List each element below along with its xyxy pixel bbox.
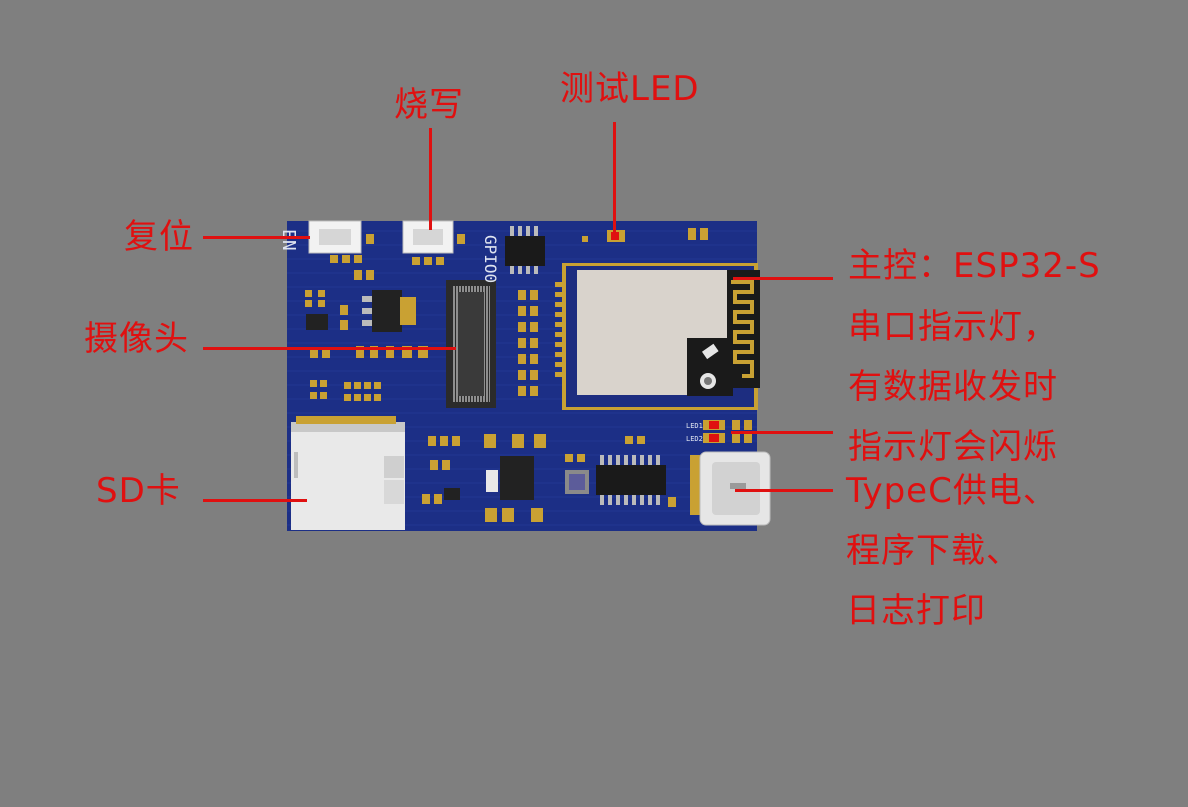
serial-led-line-2: 有数据收发时 <box>848 367 1058 407</box>
silk-en: EN <box>278 229 299 251</box>
camera-leader-line <box>203 347 456 350</box>
camera-label: 摄像头 <box>84 319 189 359</box>
sd-card-leader-line <box>203 499 307 502</box>
serial-led-leader-line <box>731 431 833 434</box>
test-led-leader-line <box>613 122 616 234</box>
flash-button <box>402 220 465 254</box>
reset-label: 复位 <box>124 217 194 257</box>
serial-led-line-3: 指示灯会闪烁 <box>848 427 1058 467</box>
silk-gpio0: GPIO0 <box>481 235 500 283</box>
test-led-label: 测试LED <box>560 69 700 109</box>
reset-button <box>308 220 374 254</box>
typec-line-2: 程序下载、 <box>846 531 1021 571</box>
serial-led-line-1: 串口指示灯， <box>848 307 1058 347</box>
typec-label: TypeC供电、 程序下载、 日志打印 <box>846 461 1058 641</box>
camera-connector <box>446 280 496 408</box>
mcu-leader-line <box>733 277 833 280</box>
flash-label: 烧写 <box>394 85 464 125</box>
typec-connector <box>690 451 771 526</box>
typec-line-3: 日志打印 <box>846 591 986 631</box>
regulator-u4 <box>486 456 534 500</box>
serial-led-label: 串口指示灯， 有数据收发时 指示灯会闪烁 <box>848 297 1058 477</box>
typec-leader-line <box>735 489 833 492</box>
reset-leader-line <box>203 236 310 239</box>
chip-top-middle <box>505 236 545 266</box>
typec-line-1: TypeC供电、 <box>846 471 1058 511</box>
chip-u3 <box>306 314 328 330</box>
usb-serial-chip <box>596 455 666 505</box>
serial-leds <box>703 420 752 443</box>
chip-u5 <box>444 488 460 500</box>
flash-leader-line <box>429 128 432 230</box>
test-led <box>607 230 625 242</box>
silk-led1: LED1 <box>686 422 703 430</box>
regulator-u2 <box>362 290 416 332</box>
mcu-label: 主控：ESP32-S <box>848 246 1101 286</box>
sd-card-slot <box>291 416 405 530</box>
sd-card-label: SD卡 <box>96 471 181 511</box>
silk-led2: LED2 <box>686 435 703 443</box>
esp32-module <box>555 263 760 410</box>
